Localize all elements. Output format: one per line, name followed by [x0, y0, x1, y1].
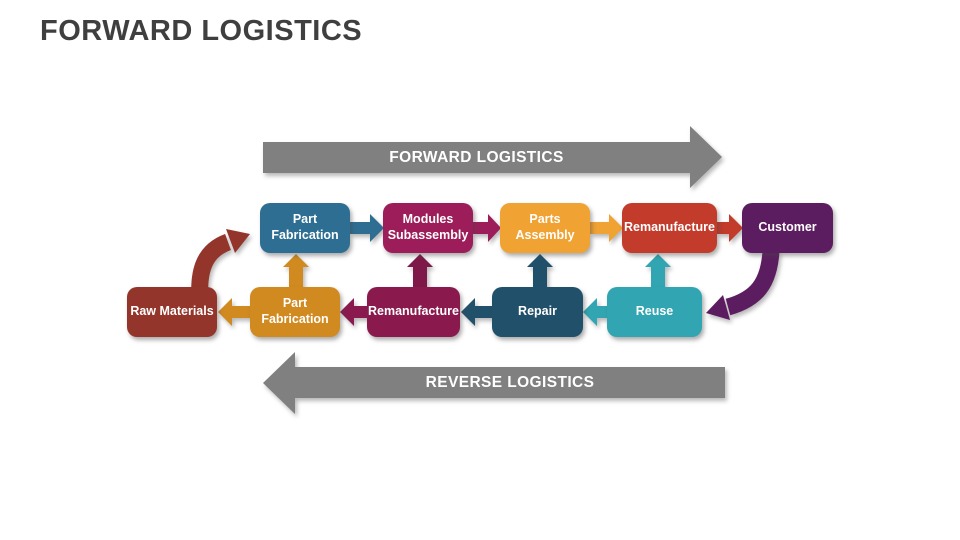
forward-banner-arrow	[263, 126, 722, 188]
node-label: Raw Materials	[130, 304, 214, 319]
curve-customer-to-reuse	[725, 250, 780, 316]
page-title: FORWARD LOGISTICS	[40, 15, 363, 47]
node-forward-parts-assembly: Parts Assembly	[500, 203, 590, 253]
node-reverse-part-fabrication: Part Fabrication	[250, 287, 340, 337]
arrow-modules-to-partsassembly	[473, 214, 501, 242]
reverse-banner-arrow	[263, 352, 725, 414]
node-forward-remanufacture: Remanufacture	[622, 203, 717, 253]
arrow-partfab-to-rawmaterials	[218, 298, 251, 326]
curve-customer-arrowhead	[706, 295, 730, 320]
node-label: Reuse	[635, 304, 674, 319]
arrow-partfab-to-modules	[350, 214, 384, 242]
node-label: Part Fabrication	[261, 296, 329, 326]
curve-rawmaterials-arrowhead	[226, 229, 250, 253]
arrow-up-reuse-to-remanufacture	[645, 254, 671, 290]
node-forward-modules-subassembly: Modules Subassembly	[383, 203, 473, 253]
arrow-remanufacture-to-customer	[717, 214, 743, 242]
node-reverse-raw-materials: Raw Materials	[127, 287, 217, 337]
arrow-up-remanufacture-to-modules	[407, 254, 433, 290]
arrow-reuse-to-repair	[583, 298, 608, 326]
arrow-up-repair-to-partsassembly	[527, 254, 553, 290]
forward-banner-label: FORWARD LOGISTICS	[389, 148, 564, 166]
reverse-banner-label: REVERSE LOGISTICS	[425, 373, 595, 391]
arrow-partsassembly-to-remanufacture	[590, 214, 623, 242]
node-label: Customer	[758, 220, 817, 235]
node-label: Remanufacture	[368, 304, 459, 319]
node-label: Part Fabrication	[271, 212, 339, 242]
arrow-repair-to-remanufacture	[461, 298, 493, 326]
arrow-up-partfab	[283, 254, 309, 290]
node-reverse-reuse: Reuse	[607, 287, 702, 337]
node-reverse-remanufacture: Remanufacture	[367, 287, 460, 337]
node-forward-part-fabrication: Part Fabrication	[260, 203, 350, 253]
node-label: Modules Subassembly	[387, 212, 469, 242]
node-label: Parts Assembly	[515, 212, 575, 242]
node-reverse-repair: Repair	[492, 287, 583, 337]
arrow-remanufacture-to-partfab	[340, 298, 368, 326]
node-label: Repair	[518, 304, 557, 319]
node-forward-customer: Customer	[742, 203, 833, 253]
node-label: Remanufacture	[624, 220, 715, 235]
